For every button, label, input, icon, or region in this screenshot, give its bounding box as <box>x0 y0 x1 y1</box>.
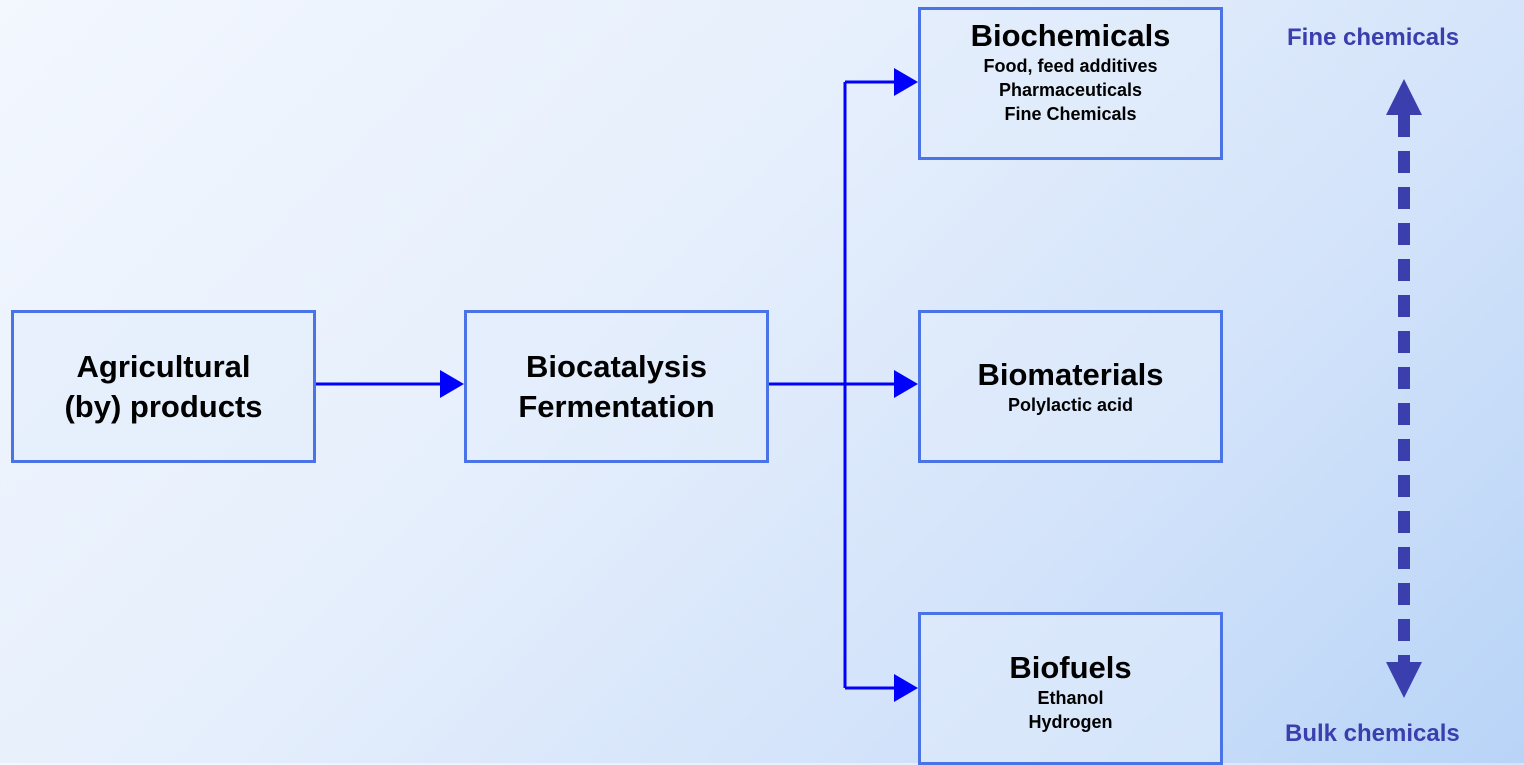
node-biochemicals-item-2: Pharmaceuticals <box>998 80 1143 100</box>
node-biocatalysis-fermentation: Biocatalysis Fermentation <box>464 310 769 463</box>
scale-arrow-up-icon <box>1386 79 1422 115</box>
scale-label-fine-chemicals: Fine chemicals <box>1287 24 1460 51</box>
node-biocatalysis-line-1: Biocatalysis <box>526 348 707 384</box>
node-agricultural-line-2: (by) products <box>64 388 263 424</box>
node-biomaterials-item-1: Polylactic acid <box>1007 394 1134 415</box>
arrowhead-biocatalysis <box>440 370 464 398</box>
node-biochemicals-title: Biochemicals <box>970 18 1171 53</box>
arrowhead-biomaterials <box>894 370 918 398</box>
node-biofuels-item-1: Ethanol <box>1037 687 1104 708</box>
node-biocatalysis-line-2: Fermentation <box>518 388 715 424</box>
scale-label-bulk-chemicals: Bulk chemicals <box>1285 720 1460 747</box>
node-biomaterials-title: Biomaterials <box>977 356 1164 392</box>
node-biomaterials: Biomaterials Polylactic acid <box>918 310 1223 463</box>
arrowhead-biofuels <box>894 674 918 702</box>
node-biofuels-item-2: Hydrogen <box>1028 711 1113 732</box>
node-biochemicals: Biochemicals Food, feed additives Pharma… <box>918 7 1223 160</box>
node-biochemicals-item-3: Fine Chemicals <box>1004 104 1137 124</box>
node-agricultural-line-1: Agricultural <box>76 348 251 384</box>
scale-arrow-down-icon <box>1386 662 1422 698</box>
node-biofuels-title: Biofuels <box>1009 649 1132 685</box>
node-agricultural-products: Agricultural (by) products <box>11 310 316 463</box>
arrowhead-biochemicals <box>894 68 918 96</box>
node-biochemicals-item-1: Food, feed additives <box>983 56 1158 76</box>
node-biofuels: Biofuels Ethanol Hydrogen <box>918 612 1223 765</box>
